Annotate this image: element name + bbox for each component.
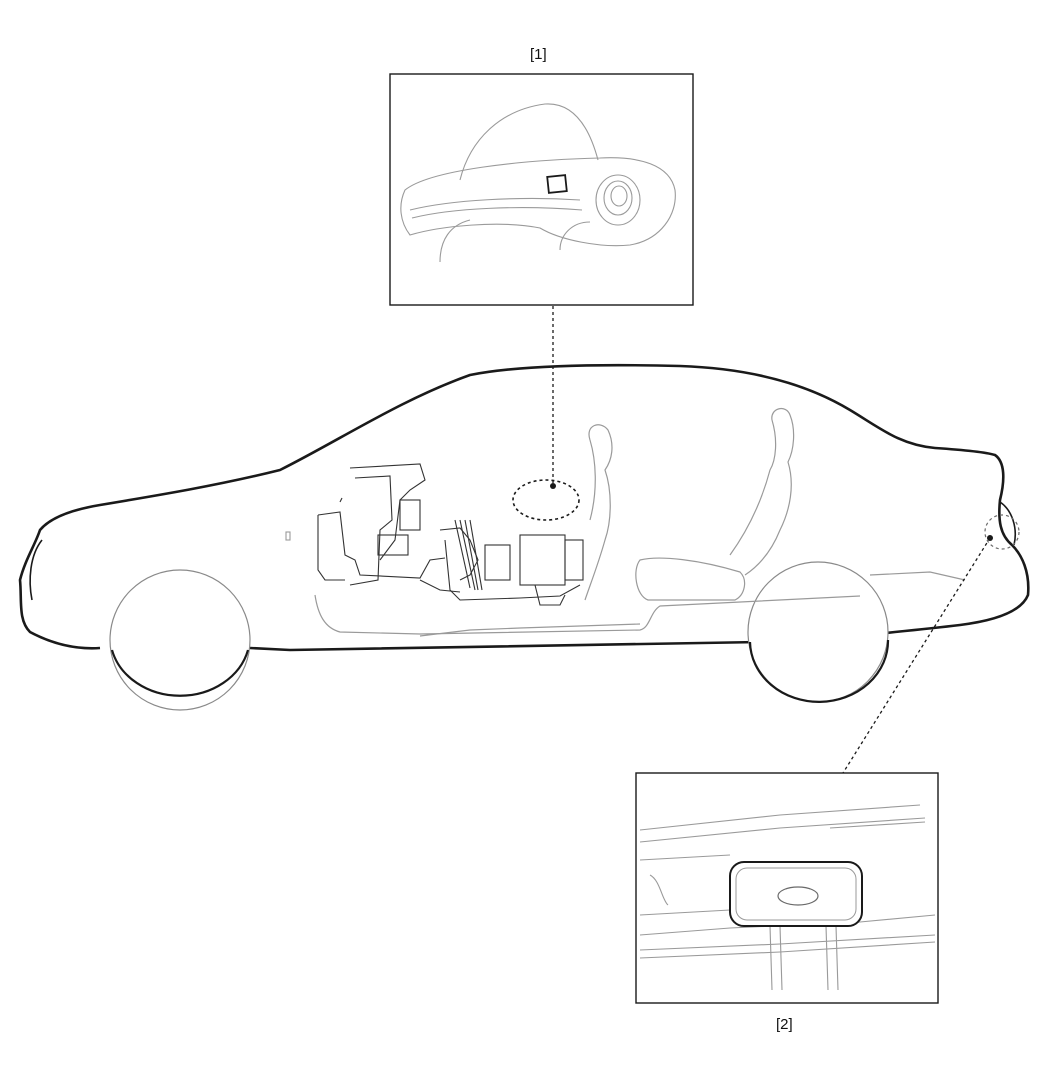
door-panel-curve [459, 103, 599, 181]
rear-bumper-line [999, 501, 1016, 546]
front-seat-back [584, 424, 613, 601]
detail-view-1-door-handle [389, 73, 694, 306]
detail-view-2-trunk-switch [635, 772, 939, 1004]
rear-wheel [747, 561, 889, 703]
front-wheel [109, 569, 251, 711]
trunk-switch-button [777, 886, 819, 906]
rear-seat-cushion [635, 557, 746, 601]
detail-view-1-frame [389, 73, 694, 306]
rear-seat-back [744, 407, 795, 576]
seats [314, 407, 966, 637]
car-body-outline [18, 363, 1030, 652]
key-cylinder-ring [595, 174, 641, 226]
floor-line-inner [419, 623, 641, 637]
rear-floor-line [869, 571, 966, 581]
callout-1-anchor-dot [550, 483, 556, 489]
rear-wheel-lower [748, 639, 890, 703]
trunk-switch-housing [729, 861, 863, 927]
engine-compartment [285, 463, 584, 606]
door-handle-button [546, 174, 568, 194]
callout-1-label: [1] [530, 46, 547, 63]
front-seat-inner [589, 439, 596, 521]
callout-1-location-circle [512, 479, 580, 521]
callout-2-label: [2] [776, 1016, 793, 1033]
callout-2-location-circle [984, 514, 1020, 550]
front-wheel-lower [110, 649, 250, 697]
front-bumper-line [29, 539, 43, 601]
rear-seat-inner [729, 419, 777, 556]
callout-2-leader-line [842, 537, 991, 774]
car-side-view [18, 363, 1030, 711]
floor-line [314, 594, 861, 635]
door-handle-body [400, 157, 676, 247]
